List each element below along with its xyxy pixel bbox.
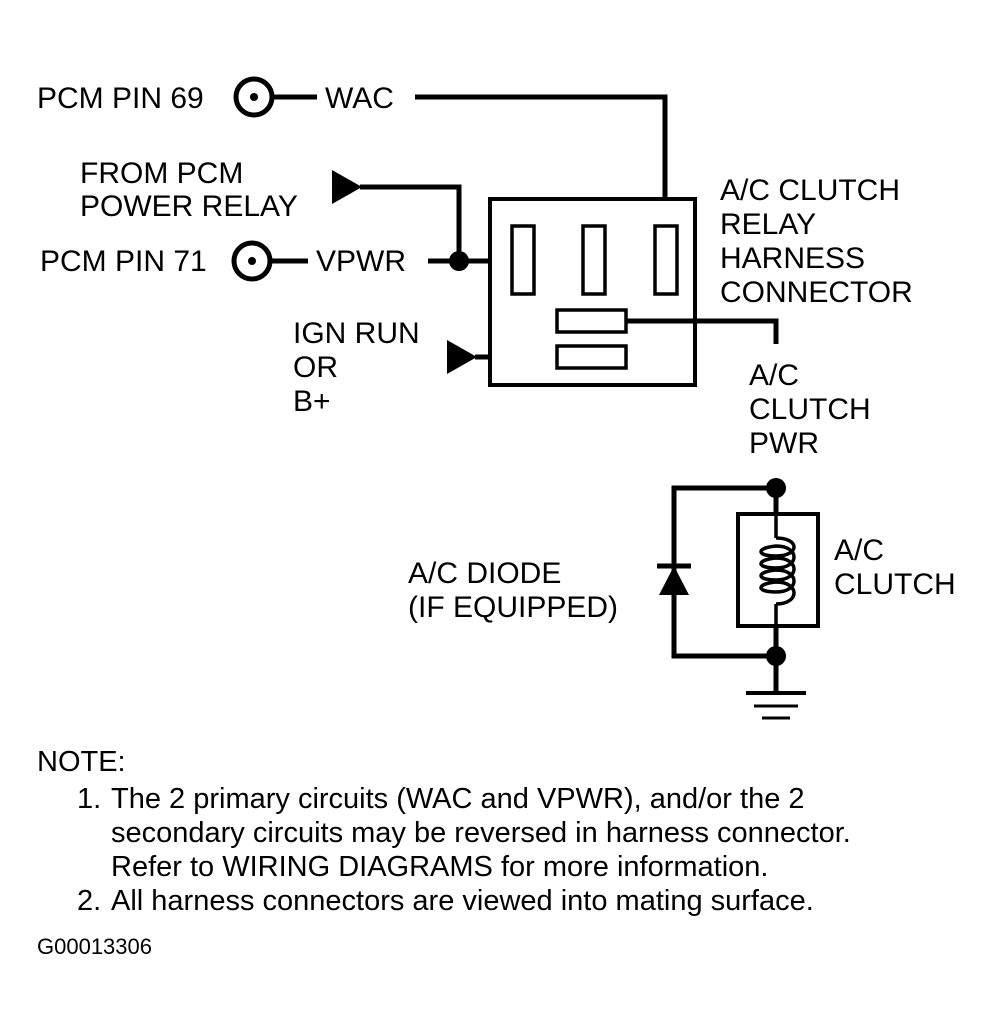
clutch-pwr-label-line2: CLUTCH	[749, 393, 871, 426]
note-1-number: 1.	[77, 783, 101, 815]
pcm-pin-69-terminal-icon	[233, 76, 275, 118]
from-pcm-label-line1: FROM PCM	[80, 157, 243, 190]
clutch-pwr-lead	[626, 318, 779, 344]
pcm-pin-71-label: PCM PIN 71	[40, 245, 207, 278]
diode-icon	[657, 563, 691, 595]
vpwr-label: VPWR	[316, 245, 406, 278]
connector-terminal-5	[555, 344, 628, 370]
note-1-line1: The 2 primary circuits (WAC and VPWR), a…	[111, 783, 805, 815]
relay-label-line2: RELAY	[720, 208, 816, 241]
connector-terminal-3	[653, 224, 679, 296]
ign-label-line1: IGN RUN	[293, 317, 420, 350]
clutch-pwr-label-line1: A/C	[749, 359, 799, 392]
clutch-coil-icon	[759, 514, 796, 626]
relay-label-line3: HARNESS	[720, 242, 865, 275]
wac-label: WAC	[325, 82, 394, 115]
note-heading: NOTE:	[37, 746, 126, 778]
note-block: NOTE: 1. The 2 primary circuits (WAC and…	[37, 746, 851, 917]
diode-label-line2: (IF EQUIPPED)	[408, 591, 618, 624]
diode-label-line1: A/C DIODE	[408, 557, 561, 590]
clutch-pwr-label-line3: PWR	[749, 427, 819, 460]
clutch-label-line1: A/C	[834, 534, 884, 567]
wac-wire	[415, 94, 668, 226]
connector-terminal-4	[555, 308, 628, 334]
ground-icon	[746, 691, 806, 720]
relay-label-line4: CONNECTOR	[720, 276, 913, 309]
pcm-pin-71-terminal-icon	[231, 240, 273, 282]
connector-terminal-2	[581, 224, 607, 296]
figure-id: G00013306	[37, 934, 152, 959]
from-pcm-label-line2: POWER RELAY	[80, 190, 298, 223]
relay-label-line1: A/C CLUTCH	[720, 174, 900, 207]
clutch-top-junction-dot	[766, 478, 786, 498]
note-1-line3: Refer to WIRING DIAGRAMS for more inform…	[111, 851, 768, 883]
ign-label-line3: B+	[293, 385, 331, 418]
ign-arrow-icon	[447, 340, 477, 374]
note-1-line2: secondary circuits may be reversed in ha…	[111, 817, 851, 849]
note-2-number: 2.	[77, 885, 101, 917]
pcm-pin-69-label: PCM PIN 69	[37, 82, 204, 115]
note-2-line1: All harness connectors are viewed into m…	[111, 885, 814, 917]
vpwr-junction-dot	[449, 251, 469, 271]
connector-terminal-1	[510, 224, 536, 296]
pcm-power-relay-wire	[360, 184, 462, 261]
ign-label-line2: OR	[293, 351, 338, 384]
clutch-bottom-junction-dot	[766, 646, 786, 666]
from-pcm-arrow-icon	[332, 170, 362, 204]
clutch-label-line2: CLUTCH	[834, 568, 956, 601]
